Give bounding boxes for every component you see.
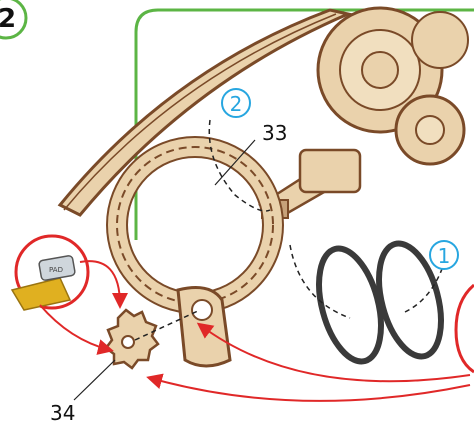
callout-1-label: 1 [438, 244, 451, 268]
step-number: 2 [0, 4, 16, 34]
tube-label: PAD [49, 266, 63, 274]
callout-2-label: 2 [230, 92, 243, 116]
part-label-33: 33 [262, 121, 287, 145]
detail-circle-edge [456, 285, 474, 372]
glue-detail-circle: PAD [12, 236, 88, 310]
gear-part-34 [106, 310, 158, 368]
step-number-badge: 2 [0, 0, 26, 38]
callout-1: 1 [430, 241, 458, 269]
part-label-34: 34 [50, 401, 75, 425]
leader-line-34 [74, 360, 115, 400]
callout-2: 2 [222, 89, 250, 117]
